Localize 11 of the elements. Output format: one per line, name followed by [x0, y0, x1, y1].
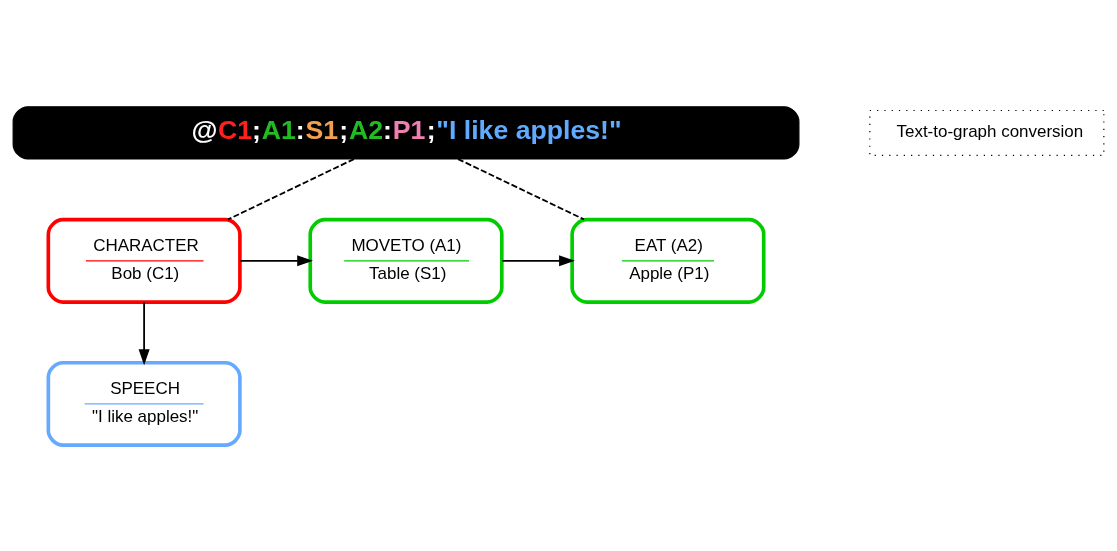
- node-box: Text-to-graph conversion: [869, 109, 1105, 156]
- node-box: MOVETO (A1) Table (S1): [308, 217, 504, 304]
- node-box: SPEECH "I like apples!": [46, 360, 242, 447]
- connector: [227, 157, 355, 220]
- node-box: @C1;A1:S1;A2:P1;"I like apples!": [12, 105, 800, 160]
- connector: [457, 157, 585, 220]
- node-box: EAT (A2) Apple (P1): [570, 217, 766, 304]
- arrow: [501, 254, 575, 266]
- arrow: [138, 300, 150, 365]
- node-box: CHARACTER Bob (C1): [46, 217, 242, 304]
- arrow: [239, 254, 313, 266]
